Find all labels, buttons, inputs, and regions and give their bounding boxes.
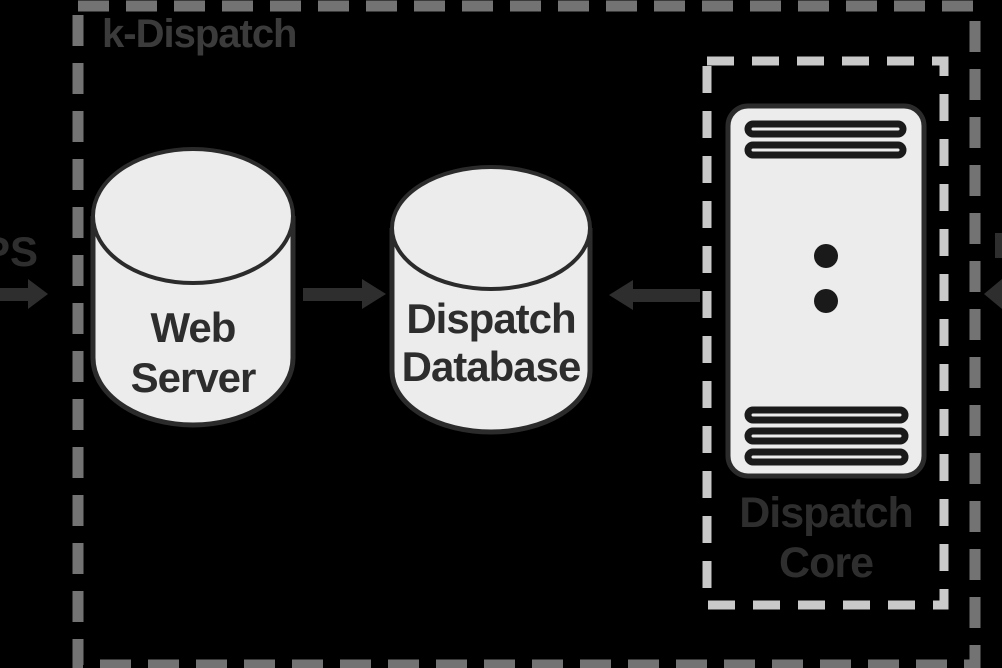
server-tower-icon bbox=[725, 103, 927, 479]
dispatch-core-label-line1: Dispatch bbox=[739, 489, 914, 537]
dispatch-core-boundary bbox=[702, 56, 949, 610]
left-edge-label-fragment: PS bbox=[0, 228, 39, 275]
web-server-label-line1: Web bbox=[150, 304, 237, 351]
k-dispatch-boundary bbox=[72, 0, 981, 668]
server-vent-bar bbox=[744, 141, 907, 159]
dispatch-core-label-line2: Core bbox=[779, 539, 874, 587]
server-vent-bar bbox=[744, 448, 909, 466]
server-led-dot bbox=[814, 244, 838, 268]
cropped-right-edge-fragment bbox=[995, 233, 1002, 258]
dispatch-core-label: Dispatch Core bbox=[702, 488, 950, 588]
arrow-right-incoming-left-icon bbox=[0, 279, 48, 309]
dispatch-database-label-line2: Database bbox=[401, 343, 582, 390]
arrow-left-core-to-database-icon bbox=[609, 280, 700, 310]
k-dispatch-group-label: k-Dispatch bbox=[102, 12, 297, 56]
dispatch-database-cylinder-icon bbox=[389, 165, 593, 435]
server-vent-bar bbox=[744, 406, 909, 424]
web-server-label-line2: Server bbox=[130, 354, 257, 401]
web-server-label: Web Server bbox=[93, 303, 293, 403]
dispatch-database-label: Dispatch Database bbox=[378, 295, 604, 391]
server-vent-bar bbox=[744, 120, 907, 138]
web-server-cylinder-icon bbox=[90, 147, 296, 428]
arrow-left-incoming-right-icon bbox=[984, 279, 1002, 309]
dispatch-database-label-line1: Dispatch bbox=[406, 295, 576, 342]
server-vent-bar bbox=[744, 427, 909, 445]
arrow-right-webserver-to-database-icon bbox=[303, 279, 386, 309]
server-led-dot bbox=[814, 289, 838, 313]
